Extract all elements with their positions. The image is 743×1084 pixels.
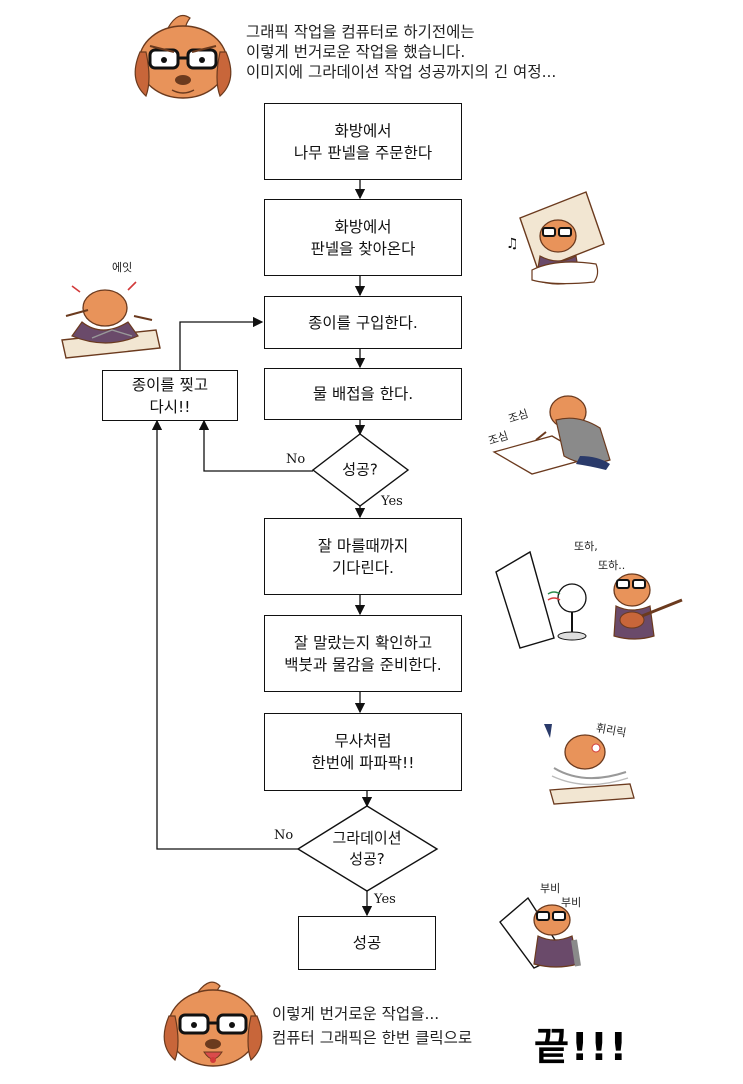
flow-connectors — [151, 180, 373, 917]
step-wet-paper: 물 배접을 한다. — [264, 368, 462, 420]
intro-text: 그래픽 작업을 컴퓨터로 하기전에는 이렇게 번거로운 작업을 했습니다. 이미… — [246, 22, 556, 82]
note-again-2: 또하.. — [598, 559, 626, 572]
decision-success-line-1: 성공? — [342, 460, 378, 479]
step-tear-again-line-1: 종이를 찢고 — [131, 375, 209, 394]
decision-gradient-line-2: 성공? — [349, 850, 385, 868]
outro-line-2: 컴퓨터 그래픽은 한번 클릭으로 — [272, 1029, 473, 1047]
edge-label-yes-1: Yes — [381, 494, 403, 509]
step-wet-paper-line-1: 물 배접을 한다. — [312, 385, 414, 403]
intro-line-2: 이렇게 번거로운 작업을 했습니다. — [246, 43, 466, 61]
step-prepare-line-2: 백붓과 물감을 준비한다. — [284, 655, 442, 674]
mascot-bottom-illustration — [163, 981, 263, 1067]
intro-line-3: 이미지에 그라데이션 작업 성공까지의 긴 여정... — [246, 63, 557, 81]
svg-text:♫: ♫ — [506, 236, 519, 252]
outro-line-1: 이렇게 번거로운 작업을... — [272, 1005, 440, 1023]
step-fetch-panel-line-2: 판넬을 찾아온다 — [310, 239, 416, 258]
step-prepare: 잘 말랐는지 확인하고 백붓과 물감을 준비한다. — [264, 615, 462, 692]
step-buy-paper-line-1: 종이를 구입한다. — [308, 313, 418, 332]
illustration-painting-swish — [544, 724, 635, 805]
decision-diamond-gradient — [296, 805, 439, 892]
note-again-1: 또하, — [574, 540, 598, 553]
intro-line-1: 그래픽 작업을 컴퓨터로 하기전에는 — [246, 23, 475, 41]
decision-diamond-success — [311, 433, 410, 507]
illustration-waiting-fan — [495, 550, 683, 649]
step-order-panel-line-1: 화방에서 — [334, 121, 392, 140]
illustration-fanning-paper — [499, 896, 581, 969]
outro-end-word: 끝!!! — [534, 1025, 629, 1069]
step-success-line-1: 성공 — [352, 934, 382, 952]
step-paint-line-2: 한번에 파파팍!! — [311, 754, 415, 772]
decision-gradient-label: 그라데이션 성공? — [332, 828, 401, 870]
step-tear-again-line-2: 다시!! — [149, 397, 191, 416]
step-order-panel: 화방에서 나무 판넬을 주문한다 — [264, 103, 462, 180]
step-success: 성공 — [298, 916, 436, 970]
decision-success-label: 성공? — [342, 460, 378, 481]
edge-label-yes-2: Yes — [374, 892, 396, 907]
step-wait-dry-line-1: 잘 마를때까지 — [317, 536, 409, 555]
step-wait-dry-line-2: 기다린다. — [332, 558, 394, 577]
step-paint-line-1: 무사처럼 — [334, 732, 392, 750]
edge-label-no-2: No — [274, 828, 294, 843]
outro-text: 이렇게 번거로운 작업을... 컴퓨터 그래픽은 한번 클릭으로 — [272, 1002, 472, 1050]
step-order-panel-line-2: 나무 판넬을 주문한다 — [293, 143, 433, 162]
illustration-angry-tearing — [61, 281, 161, 359]
step-buy-paper: 종이를 구입한다. — [264, 296, 462, 349]
step-prepare-line-1: 잘 말랐는지 확인하고 — [293, 633, 433, 652]
illustration-carrying-panel: ♫ — [506, 191, 605, 285]
note-fan-1: 부비 — [540, 882, 561, 895]
mascot-top-illustration — [134, 15, 232, 99]
note-fan-2: 부비 — [561, 896, 582, 909]
decision-gradient-line-1: 그라데이션 — [332, 829, 402, 847]
step-paint: 무사처럼 한번에 파파팍!! — [264, 713, 462, 791]
illustration-careful-wetting — [492, 395, 611, 475]
edge-label-no-1: No — [286, 452, 306, 467]
note-angry: 에잇 — [112, 261, 133, 274]
step-tear-again: 종이를 찢고 다시!! — [102, 370, 238, 421]
step-wait-dry: 잘 마를때까지 기다린다. — [264, 518, 462, 595]
step-fetch-panel: 화방에서 판넬을 찾아온다 — [264, 199, 462, 276]
step-fetch-panel-line-1: 화방에서 — [334, 217, 392, 236]
